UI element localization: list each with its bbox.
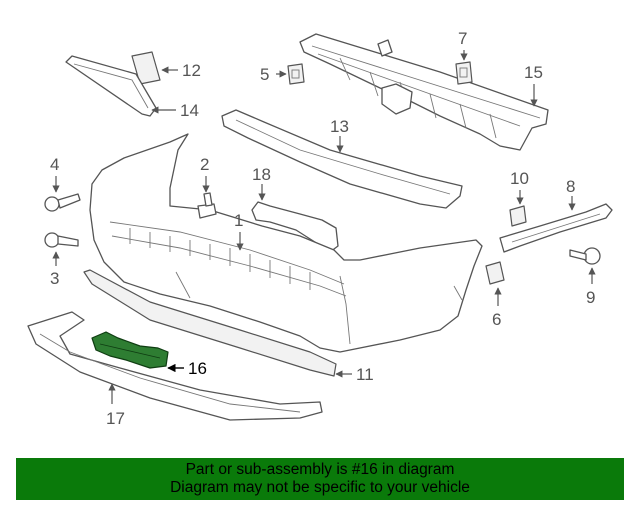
part-16-bracket-highlighted [91,331,169,369]
callout-9: 9 [586,288,595,307]
callout-15: 15 [524,63,543,82]
callout-12: 12 [182,61,201,80]
part-8-support [499,203,613,253]
part-10-retainer [509,205,527,227]
part-9-bolt [569,247,601,265]
callout-4: 4 [50,155,59,174]
part-12-pad [131,51,161,85]
callout-6: 6 [492,310,501,329]
part-1-bumper-fascia [89,133,483,353]
part-7-bracket [455,61,473,85]
callout-11: 11 [356,365,374,384]
part-4-bolt [44,193,81,212]
part-13-step [221,109,463,209]
callout-13: 13 [330,117,349,136]
callout-7: 7 [458,29,467,48]
callout-3: 3 [50,269,59,288]
callout-1: 1 [234,211,243,230]
banner-line-1: Part or sub-assembly is #16 in diagram [185,461,455,478]
part-15-impact-bar [299,33,549,151]
banner-line-2: Diagram may not be specific to your vehi… [170,479,470,496]
callout-2: 2 [200,155,209,174]
part-2-bolt [197,192,217,219]
callout-10: 10 [510,169,529,188]
callout-16: 16 [188,359,207,378]
callout-18: 18 [252,165,271,184]
info-banner: Part or sub-assembly is #16 in diagram D… [16,458,624,500]
part-5-bracket [287,63,305,85]
parts-diagram: 1 2 3 4 5 6 7 8 9 10 11 12 13 14 15 16 1… [27,29,613,428]
part-11-molding [83,269,337,377]
callout-8: 8 [566,177,575,196]
callout-14: 14 [180,101,199,120]
part-6-retainer [485,261,505,285]
part-18-handle [251,201,339,253]
part-3-bolt [44,232,79,248]
callout-17: 17 [106,409,125,428]
leader-lines [52,50,596,404]
callout-5: 5 [260,65,269,84]
